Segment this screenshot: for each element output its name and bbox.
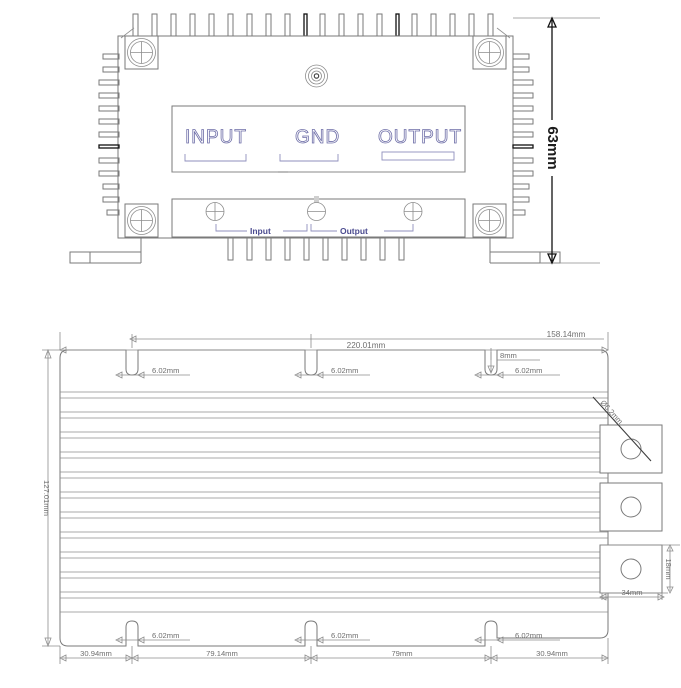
input-bracket-right [283,224,308,232]
dim-slot-width-bottom-center-label: 6.02mm [331,631,358,640]
dim-slot-width-top-right: 6.02mm [474,366,560,379]
gnd-port-label: GND [295,127,340,148]
terminal-post-input [205,202,225,221]
mounting-tab-2 [599,482,663,532]
front-right-fins [512,53,534,216]
output-slot [381,151,455,161]
dim-overall-width-label: 220.01mm [347,341,386,350]
screw-top-left [124,35,159,70]
top-view: Ø6.2mm 18mm 34mm [42,330,680,664]
dim-tab-width-label: 34mm [621,588,642,597]
dim-front-height: 63mm [513,16,600,265]
dim-slot-width-top-left: 6.02mm [115,366,190,379]
front-left-fins [98,53,120,216]
mounting-foot-left [69,238,142,264]
dim-front-height-label: 63mm [544,126,561,169]
top-fin-lines [60,391,608,613]
screw-top-right [472,35,507,70]
bottom-dimension-stack: 6.02mm 6.02mm 6.02mm [59,631,609,664]
terminal-post-gnd [307,196,326,221]
screw-center-top [305,64,328,88]
dim-span-right-label: 79mm [391,649,412,658]
dim-edge-left-label: 30.94mm [80,649,112,658]
dim-tab-height-label: 18mm [664,558,673,579]
dim-overall-height-label: 127.01mm [42,480,51,516]
diameter-leader-line [592,396,652,462]
input-port-label: INPUT [185,127,247,148]
mounting-tab-3 [599,544,663,594]
dim-slot-width-bottom-left-label: 6.02mm [152,631,179,640]
dim-slot-width-top-center-label: 6.02mm [331,366,358,375]
input-slot [184,154,247,162]
front-bottom-fins [227,237,405,261]
port-label-panel: INPUT GND OUTPUT [171,105,466,173]
terminal-strip: Input Output [171,196,466,238]
dim-slot-width-bottom-center: 6.02mm [294,631,370,644]
top-dimension-stack: 158.14mm 220.01mm 8mm 6.02mm [59,330,609,379]
output-port-label: OUTPUT [378,127,462,148]
mounting-tabs: Ø6.2mm 18mm 34mm [592,396,680,601]
dim-slot-width-top-left-label: 6.02mm [152,366,179,375]
dim-overall-height: 127.01mm [42,348,60,648]
chamfer-top-right [496,27,511,39]
dim-span-left-label: 79.14mm [206,649,238,658]
dim-slot-width-bottom-right: 6.02mm [474,631,560,644]
dim-slot-depth-label: 8mm [500,351,517,360]
output-bracket-right [384,224,414,232]
front-top-fins [132,13,494,37]
front-view: INPUT GND OUTPUT [69,13,600,265]
mounting-foot-right [489,238,561,264]
output-terminal-label: Output [340,226,368,236]
terminal-post-output [403,202,423,221]
dim-slot-width-bottom-left: 6.02mm [115,631,190,644]
chamfer-top-left [120,27,135,39]
dim-slot-width-top-right-label: 6.02mm [515,366,542,375]
input-terminal-label: Input [250,226,271,236]
screw-bottom-right [472,203,507,238]
dim-inner-width-label: 158.14mm [547,330,586,339]
dim-slot-width-bottom-right-label: 6.02mm [515,631,542,640]
dim-slot-width-top-center: 6.02mm [294,366,370,379]
output-bracket-left [310,224,337,232]
dim-edge-right-label: 30.94mm [536,649,568,658]
gnd-slot [279,154,339,162]
screw-bottom-left [124,203,159,238]
input-bracket-left [215,224,247,232]
mounting-tab-1 [599,424,663,474]
